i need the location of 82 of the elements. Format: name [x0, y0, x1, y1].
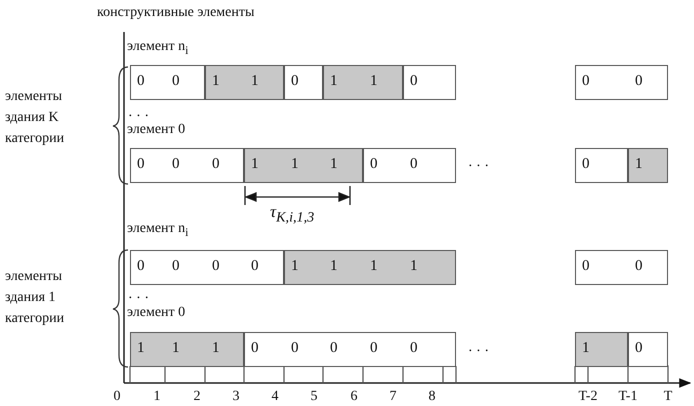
- tick-label: 8: [428, 390, 436, 404]
- state-value: 1: [330, 157, 338, 172]
- time-cell: [363, 148, 456, 183]
- time-cell: [130, 65, 205, 100]
- state-value: 1: [251, 157, 258, 172]
- state-value: 0: [291, 74, 298, 89]
- state-value: 0: [635, 341, 642, 356]
- shaded-time-cell: [323, 65, 403, 100]
- ellipsis: · · ·: [128, 292, 149, 306]
- time-cell: [575, 250, 668, 285]
- ellipsis: · · ·: [128, 110, 149, 124]
- state-value: 0: [291, 341, 298, 356]
- row-label: элемент n$_{i}$: [127, 40, 188, 56]
- state-value: 0: [370, 341, 378, 356]
- state-value: 0: [137, 157, 144, 172]
- row-label: элемент 0: [127, 123, 186, 137]
- state-value: 1: [212, 341, 220, 356]
- time-cell: [575, 148, 628, 183]
- state-value: 0: [172, 157, 180, 172]
- time-cell: [403, 65, 456, 100]
- state-value: 0: [137, 259, 144, 274]
- tick-label: 0: [114, 390, 120, 404]
- tick-label: 2: [194, 390, 200, 404]
- group-label: элементы здания 1 категории: [5, 268, 66, 328]
- state-value: 1: [291, 259, 298, 274]
- time-cell: [284, 65, 323, 100]
- state-value: 0: [410, 157, 418, 172]
- tick-label: 7: [390, 390, 396, 404]
- tick-label: T: [664, 390, 672, 404]
- state-value: 0: [212, 259, 220, 274]
- state-value: 1: [251, 74, 258, 89]
- state-value: 0: [410, 341, 418, 356]
- time-cell: [130, 250, 284, 285]
- state-value: 0: [172, 74, 180, 89]
- state-value: 1: [370, 74, 378, 89]
- state-value: 0: [137, 74, 144, 89]
- tick-label: 6: [350, 390, 358, 404]
- time-cell: [130, 148, 244, 183]
- state-value: 1: [582, 341, 590, 356]
- state-value: 0: [582, 74, 590, 89]
- state-value: 0: [635, 74, 642, 89]
- state-value: 1: [212, 74, 220, 89]
- ellipsis: · · ·: [468, 160, 489, 174]
- tick-label: 5: [310, 390, 318, 404]
- row-label: элемент n$_{i}$: [127, 222, 188, 238]
- time-cell: [628, 332, 668, 367]
- shaded-time-cell: [628, 148, 668, 183]
- shaded-time-cell: [244, 148, 363, 183]
- tick-label: T-2: [578, 390, 598, 404]
- state-value: 0: [212, 157, 220, 172]
- state-value: 1: [635, 157, 642, 172]
- duration-label: τ$_{K,i,1,3}$: [270, 203, 314, 225]
- tick-label: 1: [154, 390, 160, 404]
- tick-label: 4: [272, 390, 278, 404]
- state-value: 1: [330, 259, 338, 274]
- state-value: 0: [410, 74, 418, 89]
- state-value: 0: [330, 341, 338, 356]
- state-value: 0: [172, 259, 180, 274]
- state-value: 0: [582, 259, 590, 274]
- shaded-time-cell: [130, 332, 244, 367]
- state-value: 1: [370, 259, 378, 274]
- state-value: 1: [330, 74, 338, 89]
- time-cell: [575, 65, 668, 100]
- state-value: 1: [291, 157, 298, 172]
- time-cell: [244, 332, 456, 367]
- state-value: 0: [251, 341, 258, 356]
- shaded-time-cell: [575, 332, 628, 367]
- tick-label: 3: [232, 390, 240, 404]
- shaded-time-cell: [205, 65, 284, 100]
- tick-label: T-1: [618, 390, 638, 404]
- state-value: 0: [582, 157, 590, 172]
- ellipsis: · · ·: [468, 345, 489, 359]
- state-value: 0: [635, 259, 642, 274]
- state-value: 0: [251, 259, 258, 274]
- axis-title: конструктивные элементы: [97, 6, 254, 20]
- state-value: 1: [410, 259, 418, 274]
- row-label: элемент 0: [127, 306, 186, 320]
- state-value: 1: [137, 341, 144, 356]
- state-value: 1: [172, 341, 180, 356]
- group-label: элементы здания K категории: [5, 88, 66, 148]
- state-value: 0: [370, 157, 378, 172]
- shaded-time-cell: [284, 250, 456, 285]
